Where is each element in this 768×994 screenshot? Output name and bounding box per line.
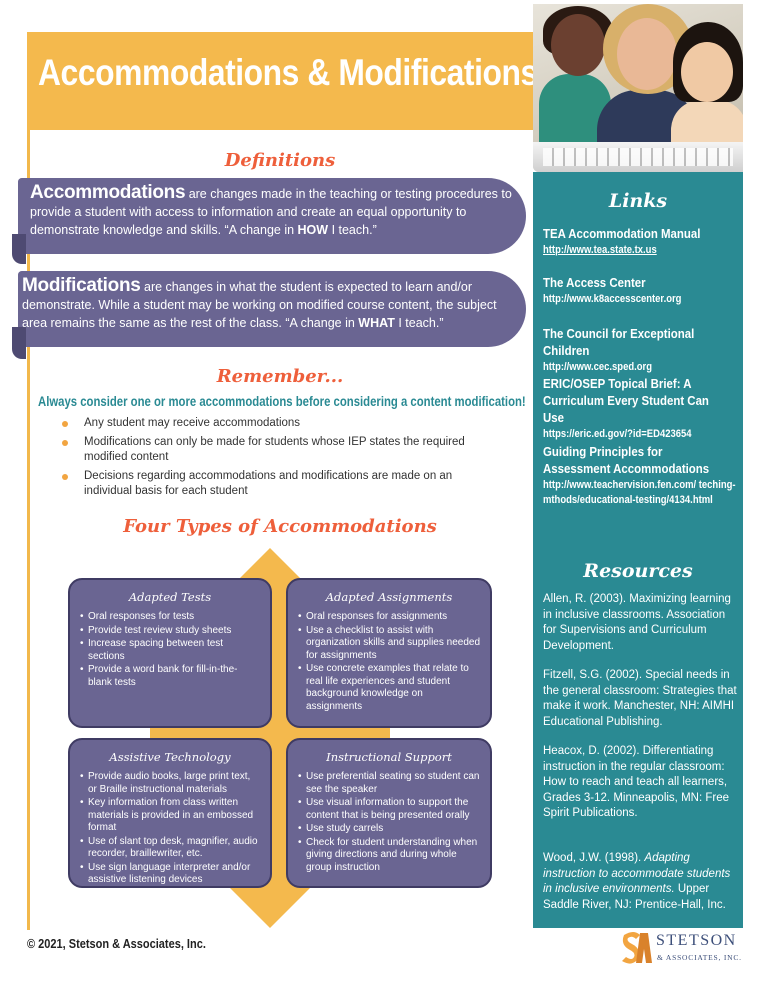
- title-banner: [27, 32, 543, 130]
- copyright-text: © 2021, Stetson & Associates, Inc.: [27, 937, 206, 951]
- list-item: Provide a word bank for fill-in-the-blan…: [80, 664, 260, 689]
- link-url[interactable]: http://www.teachervision.fen.com/ techin…: [543, 479, 736, 506]
- list-item: Use concrete examples that relate to rea…: [298, 663, 480, 713]
- modifications-definition: Modifications are changes in what the st…: [22, 275, 497, 330]
- link-title: The Access Center: [543, 275, 646, 290]
- list-item: Modifications can only be made for stude…: [60, 435, 490, 465]
- list-item: Decisions regarding accommodations and m…: [60, 469, 490, 499]
- modifications-banner: [12, 271, 526, 359]
- list-item: Use sign language interpreter and/or ass…: [80, 862, 260, 887]
- list-item: Increase spacing between test sections: [80, 638, 260, 663]
- link-item[interactable]: Guiding Principles for Assessment Accomm…: [543, 443, 739, 508]
- list-item: Any student may receive accommodations: [60, 416, 490, 431]
- list-item: Oral responses for assignments: [298, 611, 480, 624]
- classroom-photo: [533, 4, 743, 172]
- list-item: Use visual information to support the co…: [298, 797, 480, 822]
- list-item: Key information from class written mater…: [80, 797, 260, 835]
- card-title: Adapted Tests: [128, 590, 212, 604]
- definitions-heading: Definitions: [224, 150, 336, 171]
- remember-subheading: Always consider one or more accommodatio…: [38, 394, 526, 409]
- resource-item: Heacox, D. (2002). Differentiating instr…: [543, 745, 729, 819]
- sidebar: [533, 172, 743, 928]
- link-item[interactable]: The Access Center http://www.k8accesscen…: [543, 274, 739, 307]
- accommodations-definition: Accommodations are changes made in the t…: [30, 182, 512, 237]
- list-item: Check for student understanding when giv…: [298, 837, 480, 875]
- logo-subtext: & ASSOCIATES, INC.: [657, 953, 742, 962]
- resource-item: Wood, J.W. (1998). Adapting instruction …: [543, 852, 731, 911]
- link-title: Guiding Principles for Assessment Accomm…: [543, 444, 710, 476]
- link-item[interactable]: ERIC/OSEP Topical Brief: A Curriculum Ev…: [543, 375, 739, 442]
- remember-heading: Remember...: [216, 366, 344, 387]
- link-item[interactable]: The Council for Exceptional Children htt…: [543, 325, 739, 375]
- card-title: Assistive Technology: [109, 750, 231, 764]
- link-title: TEA Accommodation Manual: [543, 226, 701, 241]
- assistive-technology-card: Assistive Technology Provide audio books…: [68, 738, 272, 888]
- list-item: Use a checklist to assist with organizat…: [298, 625, 480, 663]
- link-url[interactable]: https://eric.ed.gov/?id=ED423654: [543, 428, 692, 440]
- resources-heading: Resources: [583, 560, 693, 582]
- resource-item: Allen, R. (2003). Maximizing learning in…: [543, 593, 731, 652]
- link-url[interactable]: http://www.tea.state.tx.us: [543, 244, 657, 256]
- list-item: Provide test review study sheets: [80, 625, 260, 638]
- accommodations-banner: [12, 178, 526, 264]
- link-item[interactable]: TEA Accommodation Manual http://www.tea.…: [543, 225, 739, 258]
- link-title: ERIC/OSEP Topical Brief: A Curriculum Ev…: [543, 376, 709, 425]
- list-item: Use preferential seating so student can …: [298, 771, 480, 796]
- remember-list: Any student may receive accommodations M…: [60, 416, 490, 503]
- stetson-logo-icon: [622, 932, 652, 964]
- page-border: [27, 32, 30, 930]
- list-item: Provide audio books, large print text, o…: [80, 771, 260, 796]
- card-title: Adapted Assignments: [325, 590, 453, 604]
- adapted-tests-card: Adapted Tests Oral responses for tests P…: [68, 578, 272, 728]
- list-item: Use study carrels: [298, 823, 480, 836]
- link-title: The Council for Exceptional Children: [543, 326, 695, 358]
- instructional-support-card: Instructional Support Use preferential s…: [286, 738, 492, 888]
- page-title: Accommodations & Modifications: [38, 52, 538, 93]
- four-types-heading: Four Types of Accommodations: [123, 516, 437, 537]
- links-heading: Links: [608, 190, 668, 212]
- card-title: Instructional Support: [326, 750, 452, 764]
- link-url[interactable]: http://www.cec.sped.org: [543, 361, 652, 373]
- logo-wordmark: STETSON: [656, 932, 737, 949]
- resource-item: Fitzell, S.G. (2002). Special needs in t…: [543, 669, 737, 728]
- link-url[interactable]: http://www.k8accesscenter.org: [543, 293, 682, 305]
- list-item: Oral responses for tests: [80, 611, 260, 624]
- list-item: Use of slant top desk, magnifier, audio …: [80, 836, 260, 861]
- adapted-assignments-card: Adapted Assignments Oral responses for a…: [286, 578, 492, 728]
